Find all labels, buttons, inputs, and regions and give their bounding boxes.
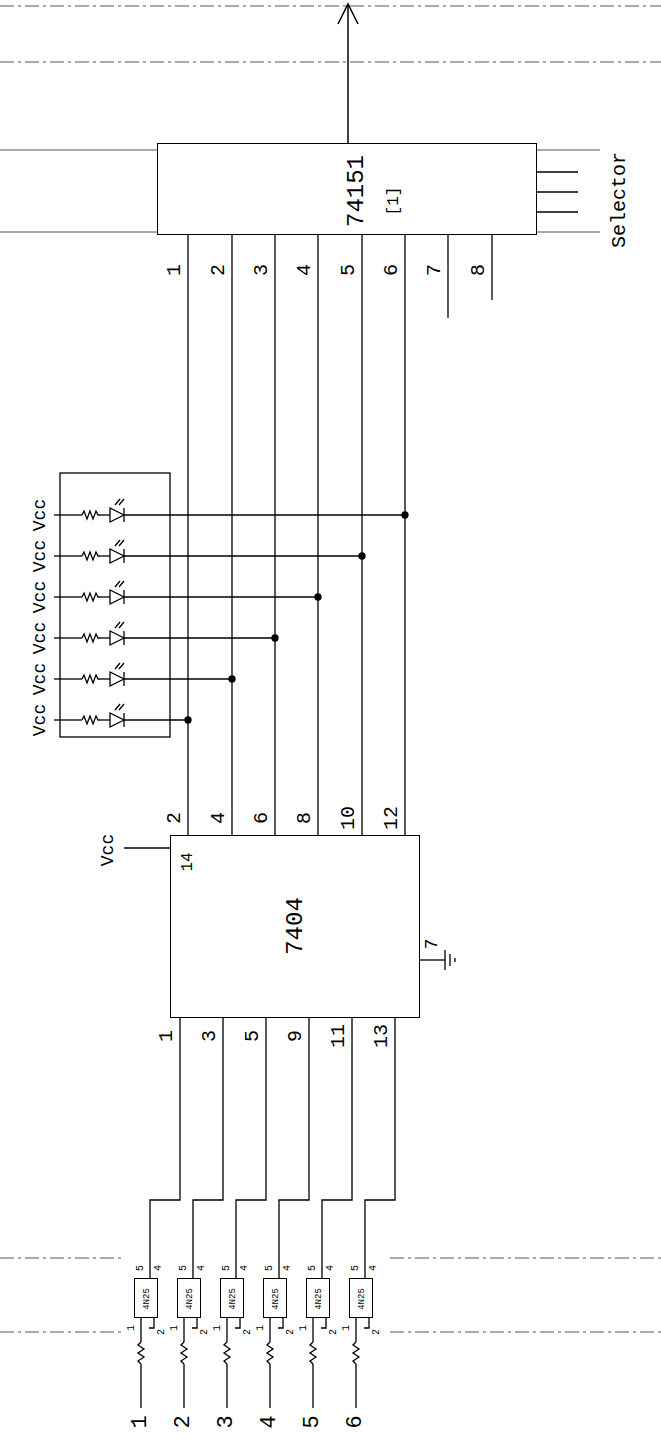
supply-label: Vcc: [31, 622, 49, 654]
led-array: [54, 473, 408, 737]
pin-number: 10: [339, 806, 359, 830]
part-name: 4N25: [358, 1288, 367, 1310]
pin-number: 6: [252, 812, 272, 824]
signal-wire: [274, 235, 275, 835]
part-name: 4N25: [315, 1288, 324, 1310]
pin-number: 7: [425, 264, 445, 276]
supply-label: Vcc: [31, 704, 49, 736]
pin-number: 11: [329, 1024, 349, 1048]
pin-number: 1: [342, 1325, 352, 1331]
opto-inputs: [138, 1318, 369, 1408]
pin-number: 7: [423, 939, 441, 950]
pin-number: 14: [180, 852, 196, 871]
signal-wire: [150, 1018, 180, 1278]
signal-wire: [187, 235, 188, 835]
pin-stubs: [448, 235, 492, 318]
signal-wire: [236, 1018, 266, 1278]
pin-number: 13: [372, 1024, 392, 1048]
part-name: 4N25: [143, 1288, 152, 1310]
signal-name: Selector: [610, 152, 630, 248]
part-name: 74151: [345, 155, 369, 227]
pin-number: 5: [351, 1265, 361, 1271]
pin-number: 5: [222, 1265, 232, 1271]
signal-wire: [279, 1018, 309, 1278]
optocoupler-box: 4N25: [177, 1278, 201, 1318]
pin-number: 2: [243, 1329, 253, 1335]
pin-number: 1: [157, 1030, 177, 1042]
signal-wire: [404, 235, 405, 835]
signal-wire: [193, 1018, 223, 1278]
pin-number: 2: [200, 1329, 210, 1335]
pin-number: 4: [209, 812, 229, 824]
signal-wire: [231, 235, 232, 835]
input-number: 2: [173, 1415, 195, 1428]
part-name: 4N25: [229, 1288, 238, 1310]
pin-number: 1: [165, 264, 185, 276]
signal-wire: [322, 1018, 352, 1278]
optocoupler-box: 4N25: [349, 1278, 373, 1318]
input-number: 4: [259, 1415, 281, 1428]
output-arrow: [338, 4, 358, 143]
pin-number: 3: [252, 264, 272, 276]
pin-number: 1: [127, 1325, 137, 1331]
pin-number: 4: [197, 1265, 207, 1271]
part-name: 4N25: [186, 1288, 195, 1310]
pin-number: 8: [469, 264, 489, 276]
signal-wire: [361, 235, 362, 835]
pin-number: 1: [299, 1325, 309, 1331]
optocoupler-box: 4N25: [220, 1278, 244, 1318]
inverter-box: 7404: [170, 835, 420, 1018]
inverter-power: [124, 848, 455, 970]
optocoupler-box: 4N25: [263, 1278, 287, 1318]
input-number: 5: [302, 1415, 324, 1428]
pin-number: 5: [243, 1030, 263, 1042]
input-number: 1: [130, 1415, 152, 1428]
optocoupler-box: 4N25: [134, 1278, 158, 1318]
pin-number: 1: [213, 1325, 223, 1331]
pin-number: 2: [286, 1329, 296, 1335]
pin-number: 12: [382, 806, 402, 830]
pin-number: 4: [295, 264, 315, 276]
supply-label: Vcc: [99, 834, 117, 866]
pin-number: 6: [382, 264, 402, 276]
page-rules: [0, 6, 661, 1332]
part-name: 4N25: [272, 1288, 281, 1310]
pin-number: 5: [136, 1265, 146, 1271]
pin-number: 1: [256, 1325, 266, 1331]
multiplexer-box: 74151 [1]: [157, 143, 537, 235]
pin-number: 4: [326, 1265, 336, 1271]
pin-number: 9: [286, 1030, 306, 1042]
pin-number: 8: [295, 812, 315, 824]
supply-label: Vcc: [31, 663, 49, 695]
pin-number: 5: [265, 1265, 275, 1271]
pin-number: 5: [339, 264, 359, 276]
optocoupler-box: 4N25: [306, 1278, 330, 1318]
pin-number: 1: [170, 1325, 180, 1331]
pin-number: 2: [209, 264, 229, 276]
part-name: 7404: [284, 897, 308, 955]
pin-number: 4: [240, 1265, 250, 1271]
pin-number: 2: [157, 1329, 167, 1335]
signal-wire: [317, 235, 318, 835]
pin-number: 5: [308, 1265, 318, 1271]
supply-label: Vcc: [31, 540, 49, 572]
supply-label: Vcc: [31, 581, 49, 613]
pin-number: 5: [179, 1265, 189, 1271]
signal-wire: [365, 1018, 395, 1278]
pin-number: 4: [369, 1265, 379, 1271]
supply-label: Vcc: [31, 499, 49, 531]
input-number: 6: [345, 1415, 367, 1428]
part-index: [1]: [386, 187, 402, 216]
pin-number: 4: [283, 1265, 293, 1271]
pin-number: 2: [372, 1329, 382, 1335]
pin-number: 2: [329, 1329, 339, 1335]
pin-number: 3: [200, 1030, 220, 1042]
pin-number: 2: [165, 812, 185, 824]
pin-number: 4: [154, 1265, 164, 1271]
input-number: 3: [216, 1415, 238, 1428]
selector-lines: [537, 172, 578, 212]
